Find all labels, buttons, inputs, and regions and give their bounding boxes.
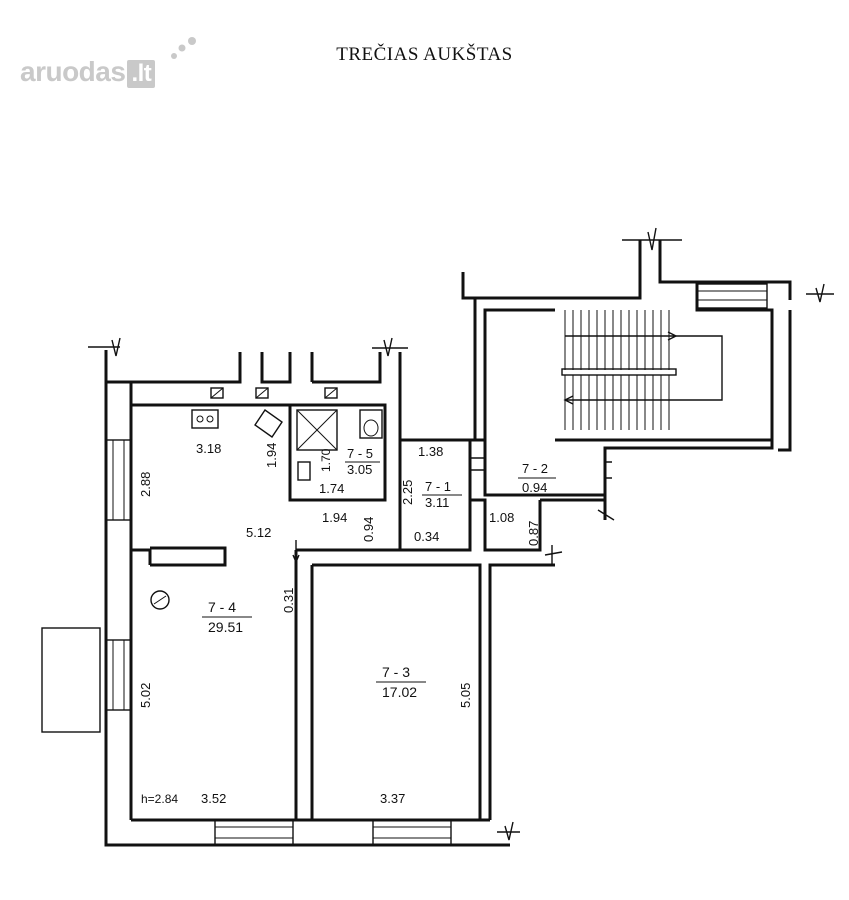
logo-tld: .lt [127,60,156,88]
logo-chimney-icon [171,37,196,59]
dimension-labels: 3.18 1.94 1.70 1.74 2.88 5.12 1.94 0.94 … [138,441,541,806]
room-area: 17.02 [382,684,417,700]
room-label-7-5: 7 - 5 3.05 [345,446,380,477]
dim-2-25: 2.25 [400,480,415,505]
room-label-7-3: 7 - 3 17.02 [376,664,426,700]
dim-1-38: 1.38 [418,444,443,459]
interior-walls [131,540,482,820]
room-id: 7 - 2 [522,461,548,476]
room-area: 3.11 [425,495,449,510]
dim-2-88: 2.88 [138,472,153,497]
dim-5-05: 5.05 [458,683,473,708]
windows [41,439,452,846]
room-label-7-2: 7 - 2 0.94 [518,461,556,495]
fixtures [150,387,383,610]
dim-1-08: 1.08 [489,510,514,525]
room-area: 3.05 [347,462,372,477]
dim-3-18: 3.18 [196,441,221,456]
room-area: 0.94 [522,480,547,495]
dim-0-94: 0.94 [361,517,376,542]
staircase [461,227,834,510]
dim-1-70: 1.70 [319,448,333,472]
small-rooms [398,438,615,565]
dim-0-87: 0.87 [526,521,541,546]
room-id: 7 - 3 [382,664,410,680]
floor-title: TREČIAS AUKŠTAS [336,44,513,65]
room-label-7-1: 7 - 1 3.11 [422,479,462,510]
room-id: 7 - 1 [425,479,451,494]
logo-name: aruodas [20,56,126,87]
aruodas-logo: aruodas.lt [20,56,156,88]
room-id: 7 - 5 [347,446,373,461]
room-label-7-4: 7 - 4 29.51 [202,599,252,635]
room-id: 7 - 4 [208,599,236,615]
dim-3-37: 3.37 [380,791,405,806]
dim-1-74: 1.74 [319,481,344,496]
dim-3-52: 3.52 [201,791,226,806]
room-area: 29.51 [208,619,243,635]
dim-0-34: 0.34 [414,529,439,544]
ceiling-height: h=2.84 [141,792,178,806]
dim-1-94-vertical: 1.94 [264,443,279,468]
dim-5-02: 5.02 [138,683,153,708]
dim-5-12: 5.12 [246,525,271,540]
dim-0-31: 0.31 [281,588,296,613]
dim-1-94-horizontal: 1.94 [322,510,347,525]
